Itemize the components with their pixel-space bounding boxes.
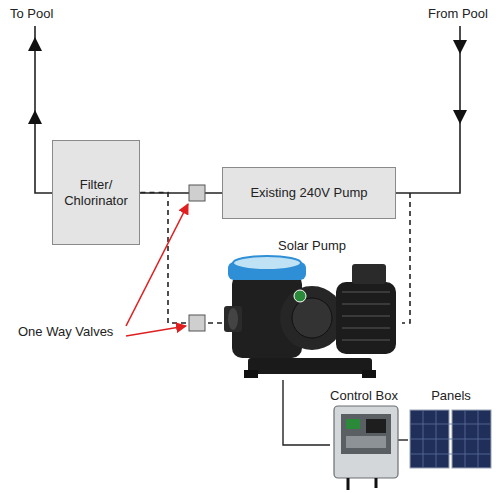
pump-inlet-mouth bbox=[228, 308, 238, 330]
return-pipe bbox=[35, 26, 52, 193]
pipe-label: One Way Valves bbox=[18, 324, 113, 339]
pump-volute bbox=[280, 286, 344, 350]
one-way-valve bbox=[189, 315, 205, 331]
terminal-block bbox=[346, 419, 360, 429]
flow-arrow bbox=[453, 40, 467, 54]
motor-fin bbox=[342, 339, 390, 341]
bypass-pipe bbox=[402, 193, 410, 323]
flow-arrow bbox=[453, 110, 467, 124]
node-label: Existing 240V Pump bbox=[250, 185, 367, 201]
panel-grid bbox=[410, 410, 491, 468]
solar-panels-illustration bbox=[410, 410, 491, 468]
cable bbox=[347, 478, 350, 490]
pipe-label: To Pool bbox=[10, 6, 53, 21]
control-box-illustration bbox=[334, 406, 398, 490]
brand-badge bbox=[294, 290, 306, 302]
solar-panels: Panels bbox=[408, 388, 494, 470]
pipe-label: From Pool bbox=[428, 6, 488, 21]
clear-lid bbox=[233, 256, 301, 270]
node-label: Control Box bbox=[330, 388, 398, 403]
valves bbox=[189, 185, 205, 331]
motor-fin bbox=[342, 303, 390, 305]
motor-fin bbox=[342, 315, 390, 317]
pump-illustration bbox=[224, 256, 396, 378]
node-label: Filter/ Chlorinator bbox=[55, 177, 137, 209]
wire-connector bbox=[398, 439, 408, 440]
cell-line bbox=[410, 424, 491, 425]
motor-fins bbox=[342, 292, 390, 340]
wire-connector bbox=[283, 380, 330, 445]
solar-pump: Solar Pump bbox=[222, 238, 402, 380]
flow-arrow bbox=[28, 110, 42, 124]
suction-pipe bbox=[396, 26, 460, 193]
motor-fin bbox=[342, 291, 390, 293]
junction-box bbox=[352, 264, 386, 284]
pump-box: Existing 240V Pump bbox=[222, 167, 396, 219]
controller-chip bbox=[366, 419, 386, 433]
control-box: Control Box bbox=[330, 388, 398, 482]
circuit-board bbox=[341, 414, 391, 454]
cell-line bbox=[410, 454, 491, 455]
pump-foot bbox=[244, 370, 258, 378]
cable bbox=[375, 478, 378, 488]
bypass-connector bbox=[140, 193, 222, 324]
filter-box: Filter/ Chlorinator bbox=[52, 140, 140, 245]
cell-line bbox=[410, 439, 491, 440]
node-label: Panels bbox=[431, 388, 471, 403]
node-label: Solar Pump bbox=[278, 238, 346, 253]
heat-sink bbox=[346, 436, 386, 448]
enclosure bbox=[334, 406, 398, 478]
flow-arrows bbox=[28, 37, 467, 124]
pump-foot bbox=[362, 370, 376, 378]
one-way-valve bbox=[189, 185, 205, 201]
leader-arrow bbox=[126, 326, 186, 336]
flow-arrow bbox=[28, 37, 42, 51]
pipe-work bbox=[35, 26, 460, 323]
pump-inlet bbox=[224, 306, 242, 332]
motor-fin bbox=[342, 327, 390, 329]
pump-base bbox=[248, 358, 372, 374]
volute-cover bbox=[292, 298, 332, 338]
pump-motor bbox=[336, 282, 396, 354]
